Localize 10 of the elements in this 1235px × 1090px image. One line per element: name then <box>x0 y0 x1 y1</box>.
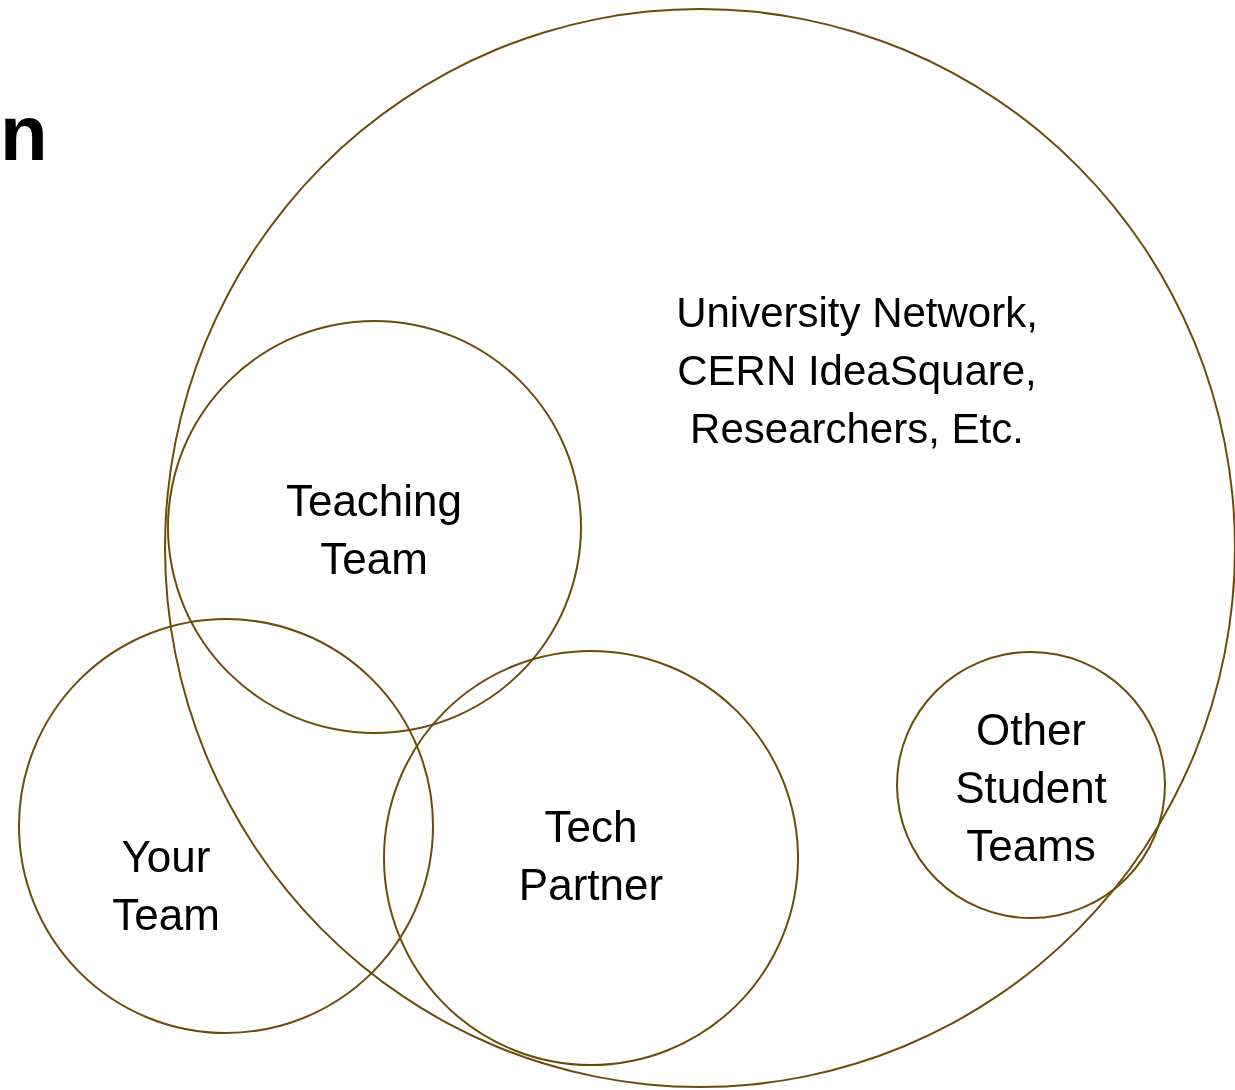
group-circle <box>167 320 582 734</box>
circle-label: Tech Partner <box>517 801 665 911</box>
circle-label: Your Team <box>111 831 221 941</box>
group-circle <box>896 651 1166 919</box>
heading: n <box>0 88 48 178</box>
circle-label: Other Student Teams <box>954 704 1108 872</box>
circle-label: University Network, CERN IdeaSquare, Researchers, Etc. <box>675 288 1039 454</box>
group-circle <box>383 650 799 1066</box>
circle-label: Teaching Team <box>284 475 464 585</box>
group-circle <box>18 618 434 1034</box>
